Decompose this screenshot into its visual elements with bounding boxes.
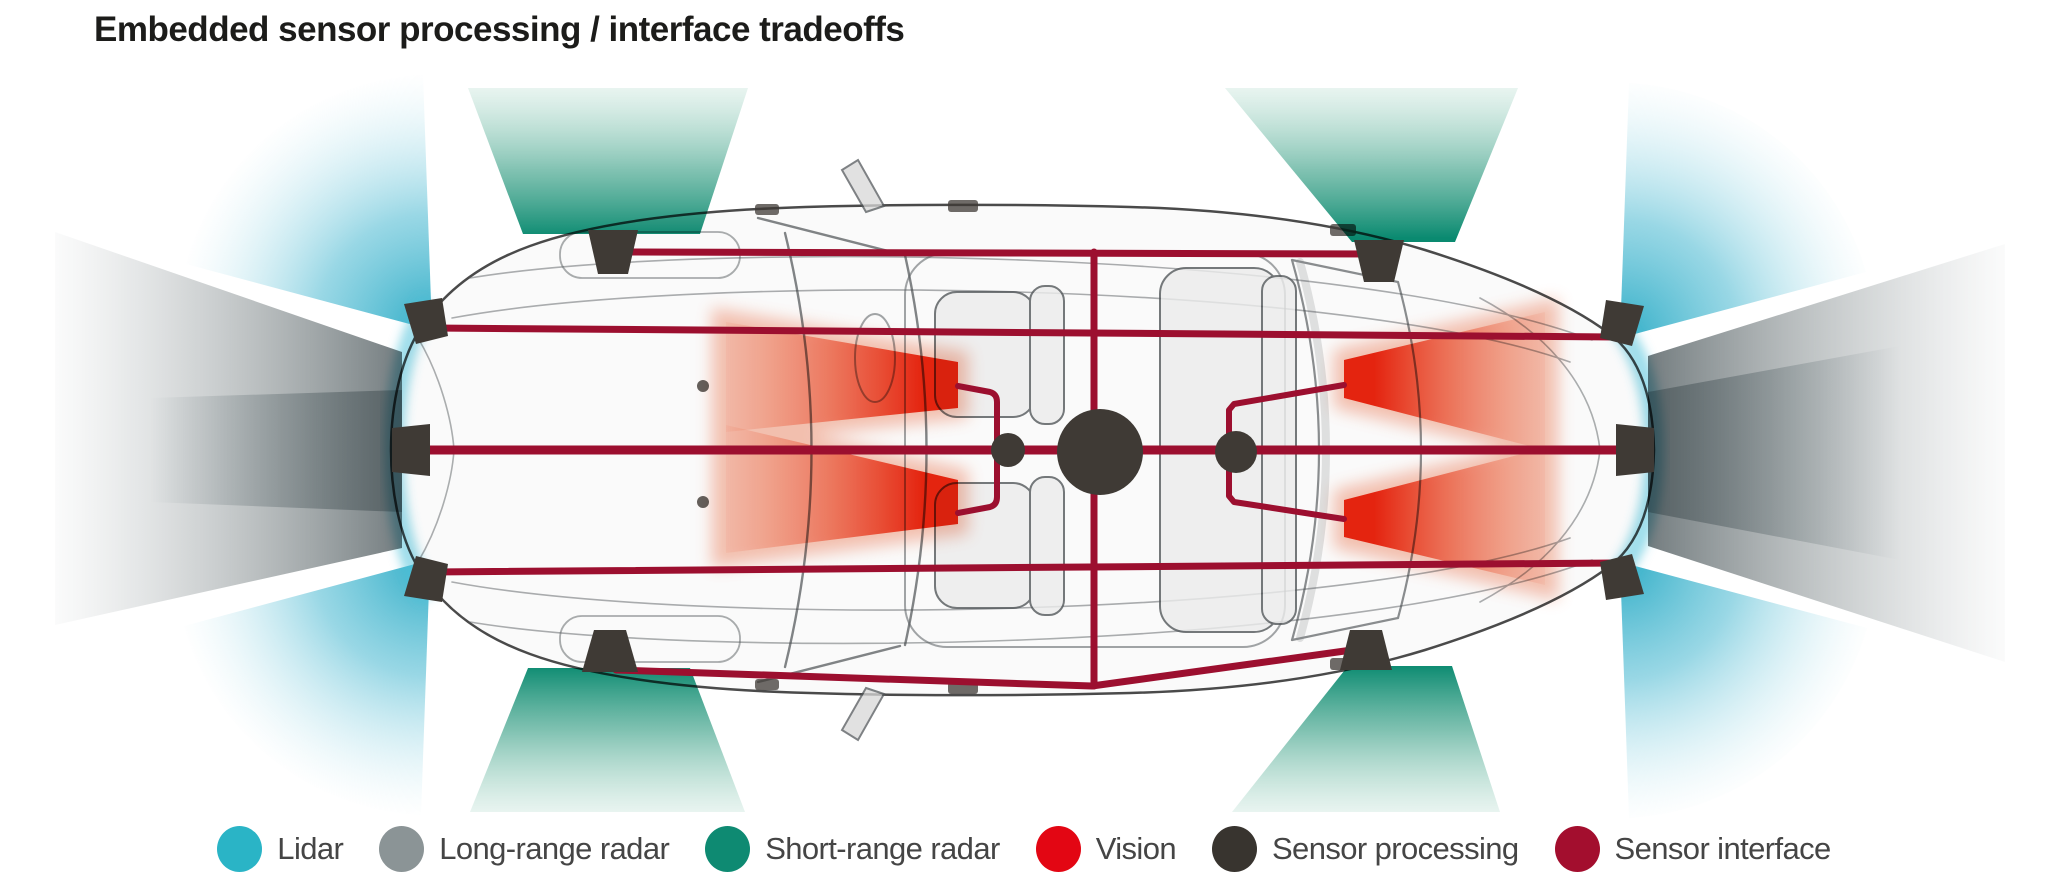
legend-item-long-range-radar: Long-range radar	[379, 826, 670, 872]
legend-label: Short-range radar	[765, 831, 1000, 866]
short-range-radar-legend-dot-icon	[705, 826, 751, 872]
sensor-front-tip	[392, 424, 430, 476]
short-range-radar-cone-rear-top	[1225, 88, 1518, 242]
lidar-fan-rear-lower	[1620, 562, 1867, 818]
lidar-legend-dot-icon	[217, 826, 263, 872]
hood-detail-dot	[697, 380, 709, 392]
long-range-radar-cone-rear-narrow	[1648, 346, 1900, 560]
legend-label: Lidar	[277, 831, 344, 866]
long-range-radar-legend-dot-icon	[379, 826, 425, 872]
legend: Lidar Long-range radar Short-range radar…	[0, 820, 2048, 878]
lidar-fan-rear-upper	[1620, 83, 1866, 338]
sensor-rear-tip	[1616, 424, 1654, 476]
sensor-interface-line-top	[614, 248, 1382, 258]
legend-label: Sensor interface	[1614, 831, 1832, 866]
sensor-rear-corner-lower	[1600, 554, 1644, 600]
sensor-processing-node-front	[991, 433, 1025, 467]
sensor-front-top	[588, 230, 638, 274]
short-range-radar-cone-front-top	[468, 88, 748, 234]
lidar-fan-front-upper	[186, 75, 432, 330]
side-mirror-bottom	[840, 686, 886, 742]
long-range-radar-cone-front-narrow	[150, 390, 402, 512]
sensor-front-bottom	[582, 630, 638, 672]
sensor-front-corner-lower	[404, 556, 448, 602]
sensor-processing-legend-dot-icon	[1211, 826, 1257, 872]
long-range-radar-cones	[55, 232, 2005, 662]
front-seat-left-back	[1029, 285, 1065, 425]
legend-label: Sensor processing	[1271, 831, 1519, 866]
sensor-interface-legend-dot-icon	[1554, 826, 1600, 872]
legend-item-lidar: Lidar	[217, 826, 344, 872]
sensor-rear-corner-upper	[1600, 300, 1644, 346]
legend-item-short-range-radar: Short-range radar	[705, 826, 1000, 872]
vision-cone-rear-upper	[1344, 312, 1545, 450]
short-range-radar-cone-rear-bottom	[1232, 666, 1500, 812]
sensor-rear-top	[1354, 240, 1404, 282]
vision-legend-dot-icon	[1035, 826, 1081, 872]
side-mirror-top	[840, 158, 886, 214]
hood-detail-dot	[697, 496, 709, 508]
sensor-interface-line-lower	[428, 559, 1619, 576]
lidar-fans	[184, 75, 1867, 818]
side-mirrors	[840, 158, 886, 742]
sensor-processing-node-rear	[1215, 431, 1257, 473]
short-range-radar-cones	[468, 88, 1518, 812]
front-seat-right-back	[1029, 476, 1065, 616]
legend-item-vision: Vision	[1035, 826, 1177, 872]
legend-item-sensor-interface: Sensor interface	[1554, 826, 1832, 872]
legend-item-sensor-processing: Sensor processing	[1211, 826, 1519, 872]
sensor-units	[392, 230, 1654, 672]
lidar-fan-front-lower	[184, 560, 430, 815]
sensor-rear-bottom	[1340, 630, 1392, 670]
hood-vent-bottom	[559, 615, 741, 663]
short-range-radar-cone-front-bottom	[470, 668, 745, 812]
vision-cone-rear-lower	[1344, 448, 1545, 585]
vision-cone-front-lower	[726, 425, 958, 553]
legend-label: Long-range radar	[439, 831, 670, 866]
vision-cone-front-upper	[726, 322, 958, 432]
sensor-processing-hub	[1057, 409, 1143, 495]
sensor-interface-line-upper	[428, 324, 1619, 341]
legend-label: Vision	[1095, 831, 1177, 866]
page-title: Embedded sensor processing / interface t…	[94, 10, 905, 49]
sensor-front-corner-upper	[404, 298, 448, 344]
